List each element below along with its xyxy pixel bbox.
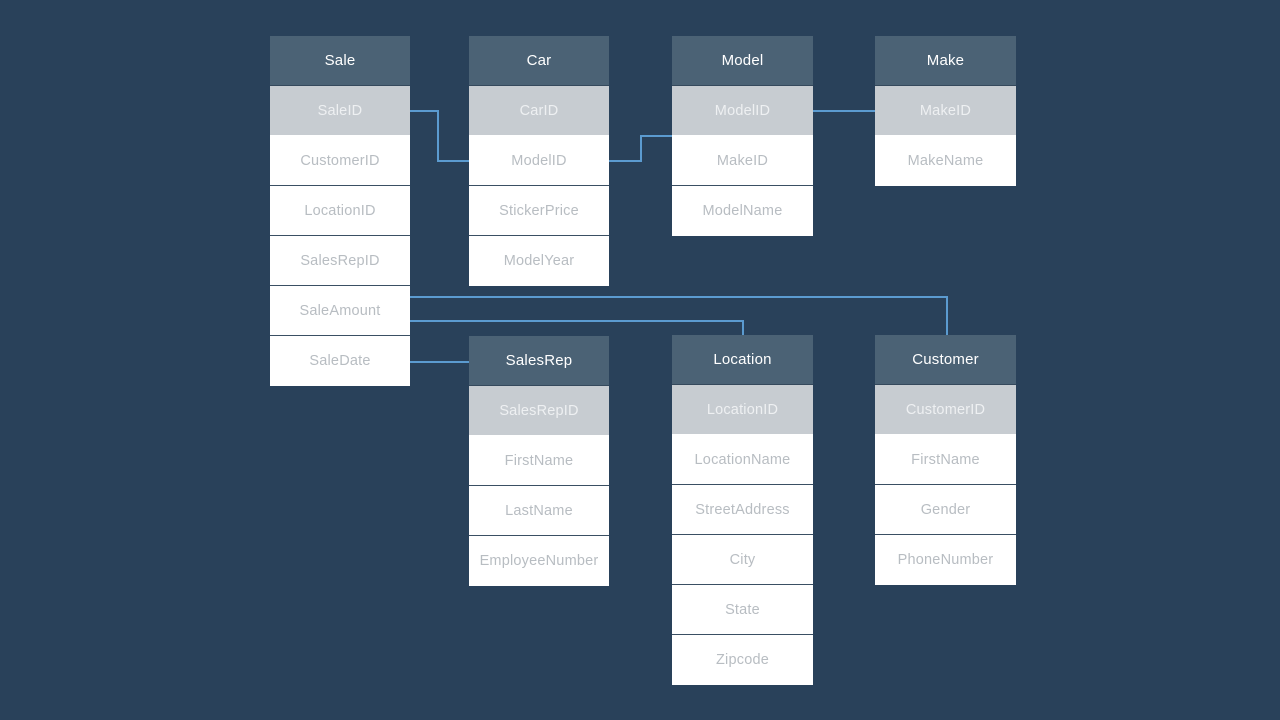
field-firstname[interactable]: FirstName bbox=[469, 436, 609, 486]
field-gender[interactable]: Gender bbox=[875, 485, 1016, 535]
entity-title-customer: Customer bbox=[875, 335, 1016, 385]
field-saledate[interactable]: SaleDate bbox=[270, 336, 410, 386]
primary-key-field-makeid[interactable]: MakeID bbox=[875, 86, 1016, 136]
field-stickerprice[interactable]: StickerPrice bbox=[469, 186, 609, 236]
primary-key-field-salesrepid[interactable]: SalesRepID bbox=[469, 386, 609, 436]
field-saleamount[interactable]: SaleAmount bbox=[270, 286, 410, 336]
primary-key-field-carid[interactable]: CarID bbox=[469, 86, 609, 136]
primary-key-field-locationid[interactable]: LocationID bbox=[672, 385, 813, 435]
entity-title-model: Model bbox=[672, 36, 813, 86]
entity-title-car: Car bbox=[469, 36, 609, 86]
field-firstname[interactable]: FirstName bbox=[875, 435, 1016, 485]
field-customerid[interactable]: CustomerID bbox=[270, 136, 410, 186]
entity-title-location: Location bbox=[672, 335, 813, 385]
entity-title-salesrep: SalesRep bbox=[469, 336, 609, 386]
primary-key-field-saleid[interactable]: SaleID bbox=[270, 86, 410, 136]
field-phonenumber[interactable]: PhoneNumber bbox=[875, 535, 1016, 585]
field-makename[interactable]: MakeName bbox=[875, 136, 1016, 186]
entity-title-sale: Sale bbox=[270, 36, 410, 86]
relationship-line-sale-locationid-to-location bbox=[409, 320, 744, 336]
field-lastname[interactable]: LastName bbox=[469, 486, 609, 536]
field-locationname[interactable]: LocationName bbox=[672, 435, 813, 485]
field-streetaddress[interactable]: StreetAddress bbox=[672, 485, 813, 535]
field-makeid[interactable]: MakeID bbox=[672, 136, 813, 186]
primary-key-field-modelid[interactable]: ModelID bbox=[672, 86, 813, 136]
field-modelid[interactable]: ModelID bbox=[469, 136, 609, 186]
field-city[interactable]: City bbox=[672, 535, 813, 585]
field-locationid[interactable]: LocationID bbox=[270, 186, 410, 236]
field-zipcode[interactable]: Zipcode bbox=[672, 635, 813, 685]
entity-title-make: Make bbox=[875, 36, 1016, 86]
relationship-line-car-modelid-to-model-modelid bbox=[608, 135, 673, 162]
relationship-line-sale-saleid-to-car-modelid bbox=[409, 110, 470, 162]
field-salesrepid[interactable]: SalesRepID bbox=[270, 236, 410, 286]
relationship-line-sale-customerid-to-customer bbox=[409, 296, 948, 336]
field-state[interactable]: State bbox=[672, 585, 813, 635]
field-modelname[interactable]: ModelName bbox=[672, 186, 813, 236]
primary-key-field-customerid[interactable]: CustomerID bbox=[875, 385, 1016, 435]
field-modelyear[interactable]: ModelYear bbox=[469, 236, 609, 286]
field-employeenumber[interactable]: EmployeeNumber bbox=[469, 536, 609, 586]
